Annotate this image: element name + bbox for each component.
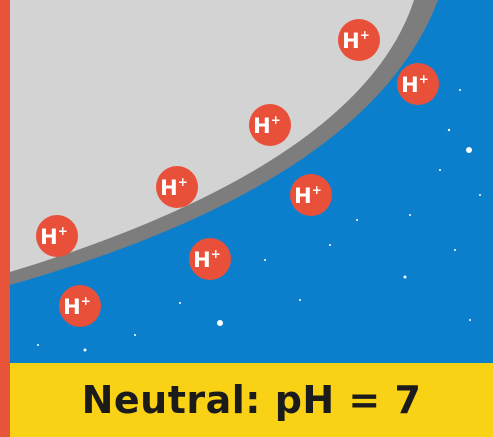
sparkle <box>454 249 456 251</box>
sparkle <box>179 302 181 304</box>
sparkle <box>299 299 301 301</box>
ion-circle <box>156 166 198 208</box>
ion-label: H+ <box>160 175 188 200</box>
ion-circle <box>189 238 231 280</box>
particle-surface <box>10 0 414 272</box>
ion-label: H+ <box>294 183 322 208</box>
sparkle <box>466 147 472 153</box>
hydrogen-ion: H+ <box>338 19 380 61</box>
ion-circle <box>59 285 101 327</box>
hydrogen-ion: H+ <box>156 166 198 208</box>
sparkle <box>403 275 407 279</box>
hydrogen-ion: H+ <box>249 104 291 146</box>
ion-label: H+ <box>193 247 221 272</box>
ion-label: H+ <box>401 72 429 97</box>
sparkle <box>134 334 136 336</box>
ion-circle <box>397 63 439 105</box>
sparkle <box>459 89 461 91</box>
sparkle <box>479 194 481 196</box>
hydrogen-ion: H+ <box>290 174 332 216</box>
sparkle <box>409 214 411 216</box>
ion-circle <box>249 104 291 146</box>
water-sparkles <box>37 89 481 352</box>
hydrogen-ion: H+ <box>397 63 439 105</box>
ion-label: H+ <box>253 113 281 138</box>
ion-label: H+ <box>40 224 68 249</box>
hydrogen-ion: H+ <box>36 215 78 257</box>
hydrogen-ions: H+ H+ H+ H+ H+ H+ H+ H+ <box>36 19 439 327</box>
ph-caption: Neutral: pH = 7 <box>81 378 422 422</box>
ion-circle <box>36 215 78 257</box>
sparkle <box>37 344 39 346</box>
sparkle <box>83 348 87 352</box>
ion-label: H+ <box>63 294 91 319</box>
sparkle <box>447 128 451 132</box>
sparkle <box>329 244 331 246</box>
ion-circle <box>290 174 332 216</box>
sparkle <box>439 169 441 171</box>
caption-bar: Neutral: pH = 7 <box>10 363 493 437</box>
hydrogen-ion: H+ <box>59 285 101 327</box>
sparkle <box>469 319 471 321</box>
sparkle <box>356 219 358 221</box>
hydrogen-ion: H+ <box>189 238 231 280</box>
ion-circle <box>338 19 380 61</box>
ion-label: H+ <box>342 28 370 53</box>
sparkle <box>217 320 223 326</box>
sparkle <box>264 259 266 261</box>
